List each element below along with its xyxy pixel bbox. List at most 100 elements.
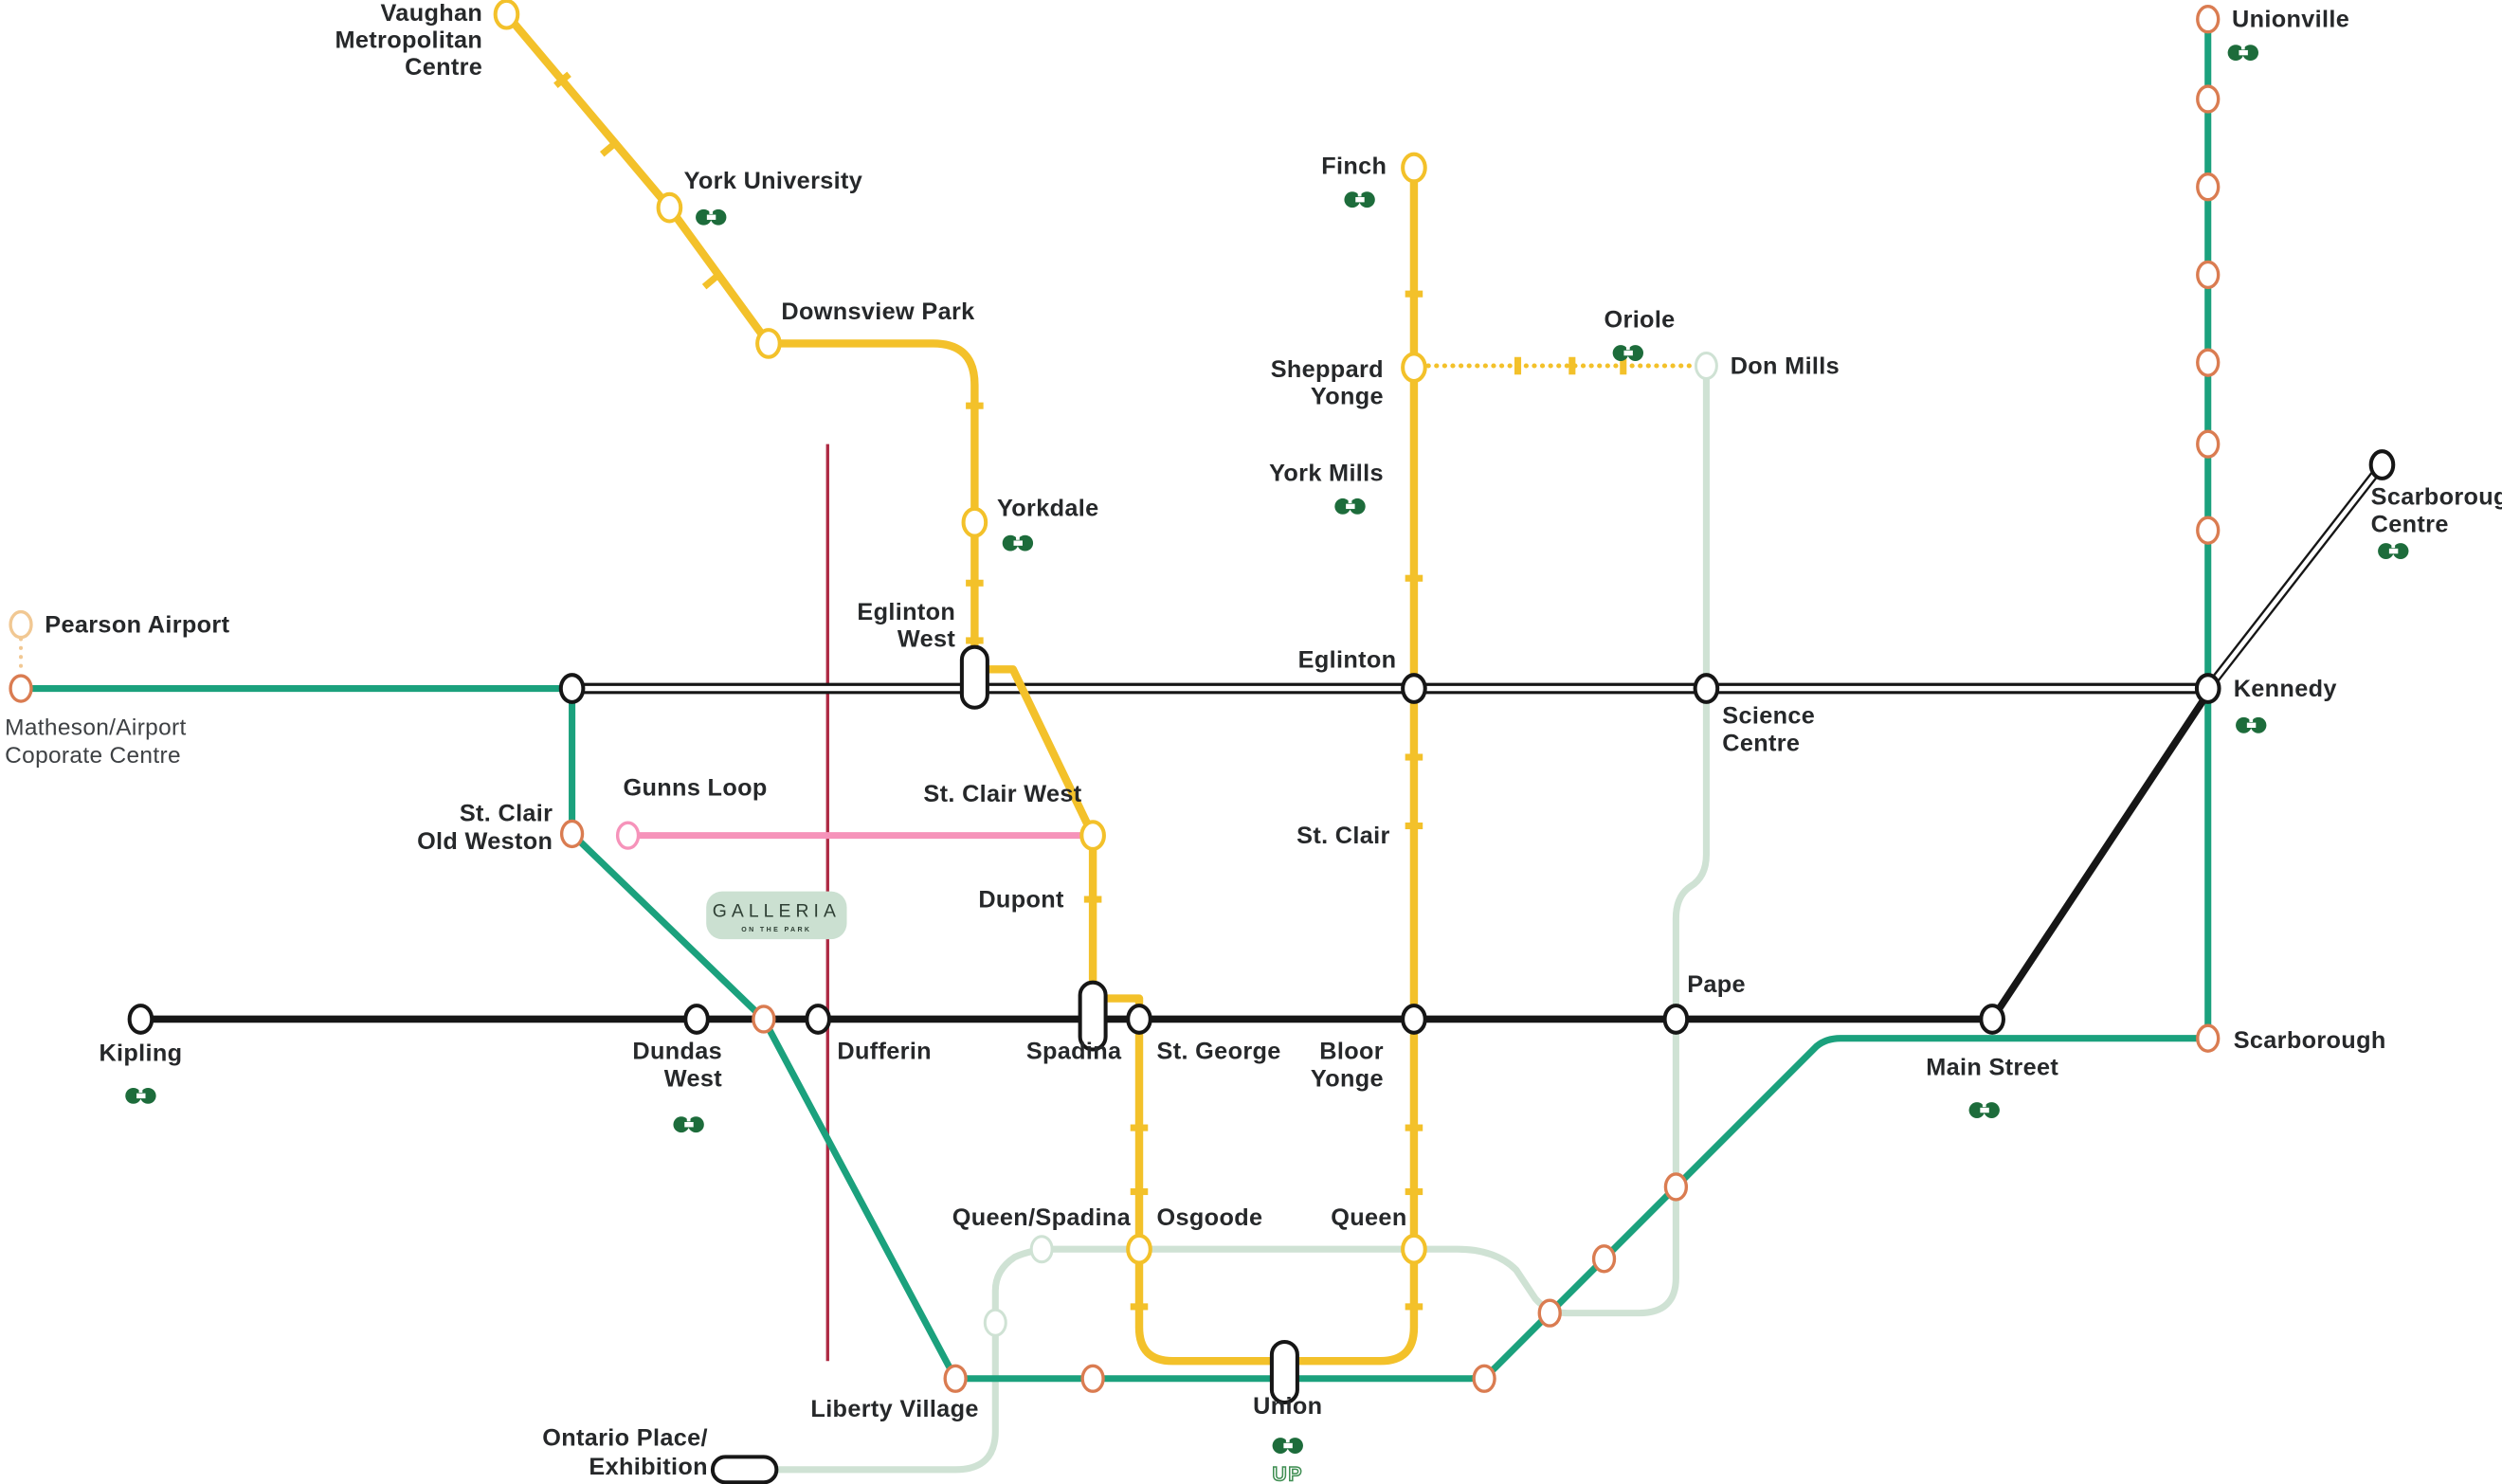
station-kipling bbox=[127, 1004, 154, 1035]
label-st-clair-old-weston-line1: Old Weston bbox=[417, 828, 553, 855]
label-st-george-line0: St. George bbox=[1157, 1039, 1281, 1065]
go-logo-notch bbox=[706, 214, 716, 220]
route-line1-university bbox=[503, 11, 1144, 1026]
station-eglinton-west bbox=[959, 644, 989, 710]
station-stouffville-stop-1 bbox=[2196, 84, 2221, 114]
station-st-clair-old-weston bbox=[559, 819, 585, 849]
label-kipling-line0: Kipling bbox=[99, 1040, 182, 1066]
stop-tick-3 bbox=[966, 402, 984, 409]
go-logo-notch bbox=[1283, 1442, 1293, 1449]
station-ontario-line-stop bbox=[983, 1308, 1007, 1337]
go-logo-o bbox=[1287, 1438, 1303, 1454]
go-logo-notch bbox=[2239, 49, 2248, 56]
station-osgoode bbox=[1126, 1233, 1152, 1265]
go-logo-g bbox=[1334, 498, 1351, 515]
label-st-clair-west-line0: St. Clair West bbox=[923, 781, 1081, 807]
station-york-university bbox=[656, 191, 683, 224]
go-logo-slit bbox=[709, 208, 714, 214]
label-liberty-village-line0: Liberty Village bbox=[810, 1396, 978, 1422]
go-logo-slit bbox=[1982, 1101, 1986, 1108]
label-science-centre-line1: Centre bbox=[1722, 730, 1800, 756]
station-queen bbox=[1401, 1233, 1427, 1265]
go-logo-o bbox=[2392, 543, 2409, 559]
label-gunns-loop-line0: Gunns Loop bbox=[624, 774, 768, 801]
stop-tick-5 bbox=[966, 637, 984, 644]
go-logo-g bbox=[2378, 543, 2394, 559]
galleria-badge-bg bbox=[706, 891, 847, 940]
station-unionville bbox=[2196, 5, 2221, 34]
go-transit-logo-dundas-west bbox=[673, 1115, 704, 1133]
go-logo-o bbox=[687, 1116, 704, 1133]
station-queen-spadina bbox=[1029, 1235, 1054, 1264]
stop-tick-7 bbox=[1130, 1124, 1149, 1131]
station-exhibition-go bbox=[1080, 1364, 1105, 1393]
stop-tick-14 bbox=[1405, 1124, 1423, 1131]
go-logo-o bbox=[1984, 1102, 2000, 1118]
go-logo-g bbox=[125, 1087, 142, 1104]
stop-tick-18 bbox=[1568, 356, 1576, 375]
stop-tick-10 bbox=[1405, 290, 1423, 298]
label-vaughan-metropolitan-centre-line1: Metropolitan bbox=[335, 27, 483, 54]
label-scarborough-line0: Scarborough bbox=[2234, 1027, 2386, 1054]
station-go-east-mid bbox=[1591, 1244, 1617, 1274]
label-downsview-park-line0: Downsview Park bbox=[781, 299, 975, 325]
label-queen-spadina-line0: Queen/Spadina bbox=[952, 1204, 1132, 1231]
go-logo-o bbox=[139, 1087, 156, 1104]
station-liberty-village bbox=[943, 1364, 968, 1393]
station-pape bbox=[1662, 1004, 1690, 1035]
route-line3-scarborough-inner bbox=[2205, 463, 2384, 690]
station-matheson-airport-corporate-centre bbox=[9, 674, 33, 703]
station-eglinton bbox=[1401, 673, 1427, 704]
label-bloor-yonge-line0: Bloor bbox=[1319, 1039, 1384, 1065]
label-oriole-line0: Oriole bbox=[1605, 307, 1676, 334]
route-go-main bbox=[569, 688, 2208, 1383]
go-transit-logo-oriole bbox=[1612, 344, 1644, 361]
go-logo-slit bbox=[138, 1087, 143, 1094]
stop-tick-0 bbox=[553, 71, 571, 88]
label-union-line0: Union bbox=[1253, 1393, 1322, 1420]
label-science-centre-line0: Science bbox=[1722, 703, 1815, 730]
label-york-university-line0: York University bbox=[684, 168, 863, 194]
station-downsview-park bbox=[755, 328, 782, 359]
go-transit-logo-yorkdale bbox=[1002, 534, 1034, 552]
station-union-go-east bbox=[1472, 1364, 1496, 1393]
go-transit-logo-york-university bbox=[696, 208, 727, 226]
station-pearson-airport bbox=[9, 609, 33, 640]
go-logo-slit bbox=[1357, 190, 1362, 197]
station-main-street bbox=[1979, 1004, 2005, 1035]
label-unionville-line0: Unionville bbox=[2232, 7, 2349, 33]
go-logo-notch bbox=[2246, 722, 2257, 728]
go-transit-logo-york-mills bbox=[1334, 498, 1366, 515]
station-bloor-go bbox=[752, 1004, 776, 1034]
label-dundas-west-line0: Dundas bbox=[632, 1039, 722, 1065]
label-spadina-line0: Spadina bbox=[1026, 1039, 1122, 1065]
go-logo-o bbox=[1017, 534, 1034, 552]
go-logo-g bbox=[696, 208, 712, 226]
stop-tick-2 bbox=[701, 273, 720, 290]
go-logo-notch bbox=[1355, 197, 1365, 203]
go-transit-logo-scarborough-centre bbox=[2378, 542, 2409, 559]
label-bloor-yonge-line1: Yonge bbox=[1311, 1065, 1384, 1092]
label-dupont-line0: Dupont bbox=[978, 886, 1064, 913]
label-kennedy-line0: Kennedy bbox=[2234, 676, 2337, 702]
go-logo-o bbox=[710, 208, 727, 226]
label-yorkdale-line0: Yorkdale bbox=[997, 495, 1099, 521]
go-transit-logo-unionville bbox=[2227, 44, 2258, 62]
go-transit-logo-kennedy bbox=[2236, 716, 2267, 733]
station-stouffville-stop-5 bbox=[2196, 429, 2221, 459]
go-logo-o bbox=[2242, 45, 2258, 62]
stop-tick-17 bbox=[1514, 356, 1522, 375]
label-vaughan-metropolitan-centre-line0: Vaughan bbox=[381, 0, 483, 27]
label-matheson-airport-corporate-centre-line1: Coporate Centre bbox=[5, 743, 181, 769]
station-st-george bbox=[1126, 1004, 1152, 1035]
label-scarborough-centre-line1: Centre bbox=[2371, 511, 2449, 537]
label-finch-line0: Finch bbox=[1321, 154, 1387, 180]
stop-tick-13 bbox=[1405, 822, 1423, 830]
label-eglinton-west-line0: Eglinton bbox=[857, 599, 955, 625]
stop-tick-8 bbox=[1130, 1187, 1149, 1196]
stop-tick-19 bbox=[1620, 356, 1627, 375]
label-sheppard-yonge-line0: Sheppard bbox=[1271, 356, 1384, 383]
go-logo-g bbox=[1612, 345, 1629, 361]
go-logo-notch bbox=[684, 1122, 694, 1128]
